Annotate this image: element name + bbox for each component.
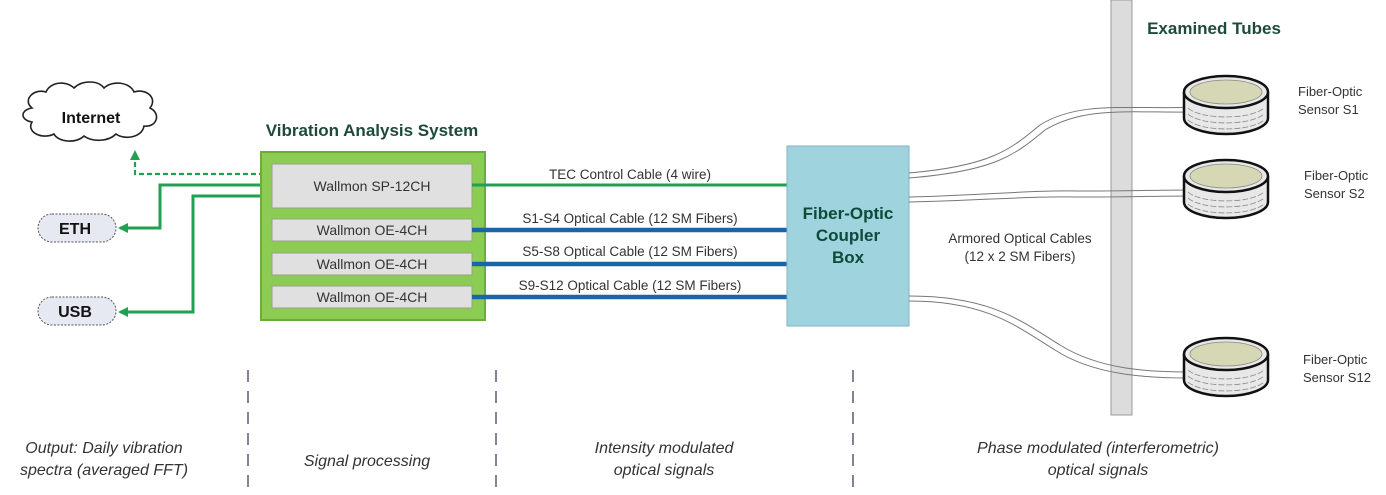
sensor-puck-icon	[1182, 158, 1270, 220]
sensor-s12: Fiber-Optic Sensor S12	[1182, 336, 1371, 398]
stage-output: Output: Daily vibration spectra (average…	[20, 440, 188, 479]
cable-label: S9-S12 Optical Cable (12 SM Fibers)	[519, 278, 742, 293]
stage-label-line1: Phase modulated (interferometric)	[977, 440, 1219, 457]
system-title: Vibration Analysis System	[266, 121, 479, 140]
sensor-s1: Fiber-Optic Sensor S1	[1182, 74, 1363, 136]
stage-label-line2: optical signals	[1048, 462, 1149, 479]
module-oe-4ch-3: Wallmon OE-4CH	[271, 285, 473, 309]
eth-connection	[118, 183, 272, 233]
sensor-label-line2: Sensor S1	[1298, 102, 1359, 117]
stage-phase-modulated: Phase modulated (interferometric) optica…	[977, 440, 1219, 479]
stage-signal-processing: Signal processing	[304, 453, 430, 470]
coupler-label-line2: Coupler	[816, 226, 881, 245]
tube-wall	[1110, 0, 1133, 416]
sensor-s2: Fiber-Optic Sensor S2	[1182, 158, 1369, 220]
usb-connection	[118, 194, 272, 317]
module-label: Wallmon OE-4CH	[317, 289, 428, 305]
coupler-box: Fiber-Optic Coupler Box	[786, 145, 910, 327]
armored-cable-s2	[908, 189, 1196, 203]
module-label: Wallmon OE-4CH	[317, 256, 428, 272]
sensor-puck-icon	[1182, 336, 1270, 398]
internet-node: Internet	[22, 81, 158, 142]
stage-label-line1: Intensity modulated	[595, 440, 735, 457]
sensor-label-line2: Sensor S12	[1303, 370, 1371, 385]
internet-label: Internet	[62, 110, 121, 127]
sensor-label-line1: Fiber-Optic	[1303, 352, 1368, 367]
stage-intensity-modulated: Intensity modulated optical signals	[595, 440, 735, 479]
cable-label: TEC Control Cable (4 wire)	[549, 167, 711, 182]
armored-cables-label-line2: (12 x 2 SM Fibers)	[964, 249, 1075, 264]
sensor-label-line1: Fiber-Optic	[1304, 168, 1369, 183]
coupler-label-line1: Fiber-Optic	[803, 204, 894, 223]
optical-cable-s9-s12: S9-S12 Optical Cable (12 SM Fibers)	[472, 278, 788, 300]
sensor-label-line2: Sensor S2	[1304, 186, 1365, 201]
armored-cable-s12	[908, 295, 1191, 379]
module-sp-12ch: Wallmon SP-12CH	[271, 163, 473, 209]
armored-cable-s1	[908, 106, 1196, 179]
examined-tubes-title: Examined Tubes	[1147, 19, 1281, 38]
tec-control-cable: TEC Control Cable (4 wire)	[472, 167, 788, 187]
internet-connection-dashed	[130, 150, 272, 176]
eth-node: ETH	[37, 213, 117, 243]
eth-label: ETH	[59, 221, 91, 238]
cloud-icon	[22, 81, 158, 142]
module-label: Wallmon OE-4CH	[317, 222, 428, 238]
optical-cable-s5-s8: S5-S8 Optical Cable (12 SM Fibers)	[472, 244, 788, 267]
usb-node: USB	[37, 296, 117, 326]
coupler-label-line3: Box	[832, 248, 865, 267]
module-oe-4ch-1: Wallmon OE-4CH	[271, 218, 473, 242]
cable-label: S5-S8 Optical Cable (12 SM Fibers)	[522, 244, 737, 259]
sensor-puck-icon	[1182, 74, 1270, 136]
armored-cables-label-line1: Armored Optical Cables	[948, 231, 1092, 246]
module-label: Wallmon SP-12CH	[314, 178, 431, 194]
stage-label-line1: Output: Daily vibration	[25, 440, 183, 457]
cable-label: S1-S4 Optical Cable (12 SM Fibers)	[522, 211, 737, 226]
optical-cable-s1-s4: S1-S4 Optical Cable (12 SM Fibers)	[472, 211, 788, 233]
vibration-analysis-system: Wallmon SP-12CH Wallmon OE-4CH Wallmon O…	[260, 151, 486, 321]
sensor-label-line1: Fiber-Optic	[1298, 84, 1363, 99]
stage-label-line1: Signal processing	[304, 453, 430, 470]
module-oe-4ch-2: Wallmon OE-4CH	[271, 252, 473, 276]
usb-label: USB	[58, 304, 92, 321]
stage-label-line2: spectra (averaged FFT)	[20, 462, 188, 479]
stage-label-line2: optical signals	[614, 462, 715, 479]
